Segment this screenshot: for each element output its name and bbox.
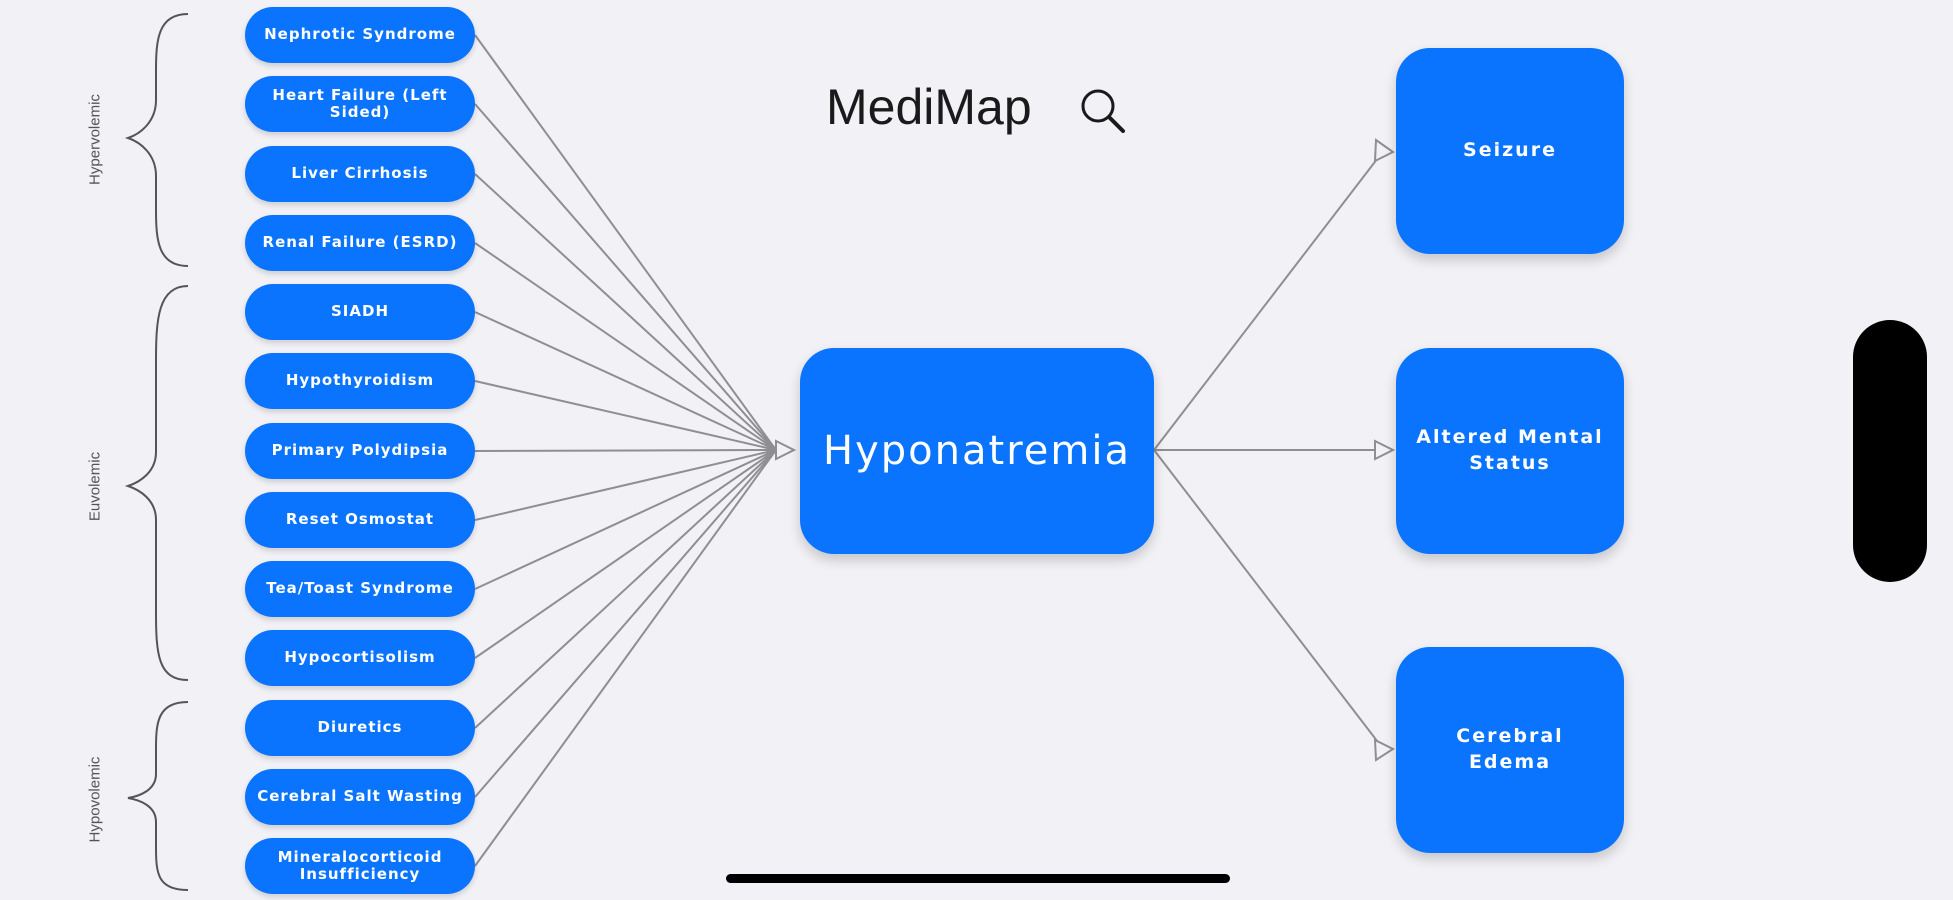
connector-cause-tea-toast-syndrome xyxy=(474,449,777,590)
connector-cause-liver-cirrhosis xyxy=(474,173,777,451)
group-label-hypervolemic: Hypervolemic xyxy=(86,94,104,185)
arrowhead-altered-mental-status xyxy=(1374,439,1396,461)
connector-cause-cerebral-salt-wasting xyxy=(474,449,777,798)
arrowhead-cerebral-edema xyxy=(1373,738,1396,762)
app-title: MediMap xyxy=(826,79,1032,135)
brace-euvolemic xyxy=(124,285,189,681)
connector-cause-siadh xyxy=(474,311,777,451)
connector-cause-hypocortisolism xyxy=(474,449,777,659)
connector-cause-mineralocorticoid-insufficiency xyxy=(474,449,777,867)
center-node-hyponatremia[interactable]: Hyponatremia xyxy=(800,348,1154,554)
brace-hypovolemic xyxy=(127,701,189,891)
connector-cause-heart-failure-left-sided xyxy=(474,103,777,451)
cause-primary-polydipsia[interactable]: Primary Polydipsia xyxy=(245,423,475,479)
arrowhead-seizure xyxy=(1373,138,1395,163)
connector-effect-seizure xyxy=(1153,149,1385,451)
cause-reset-osmostat[interactable]: Reset Osmostat xyxy=(245,492,475,548)
connector-cause-hypothyroidism xyxy=(474,380,777,451)
group-label-euvolemic: Euvolemic xyxy=(86,451,104,522)
cause-liver-cirrhosis[interactable]: Liver Cirrhosis xyxy=(245,146,475,202)
cause-siadh[interactable]: SIADH xyxy=(245,284,475,340)
connector-cause-nephrotic-syndrome xyxy=(474,34,777,451)
effect-cerebral-edema[interactable]: Cerebral Edema xyxy=(1396,647,1624,853)
connector-cause-reset-osmostat xyxy=(474,449,777,521)
cause-mineralocorticoid-insufficiency[interactable]: Mineralocorticoid Insufficiency xyxy=(245,838,475,894)
cause-diuretics[interactable]: Diuretics xyxy=(245,700,475,756)
cause-hypocortisolism[interactable]: Hypocortisolism xyxy=(245,630,475,686)
connector-cause-primary-polydipsia xyxy=(474,449,777,452)
cause-renal-failure-esrd[interactable]: Renal Failure (ESRD) xyxy=(245,215,475,271)
group-label-hypovolemic: Hypovolemic xyxy=(86,756,104,843)
connector-effect-cerebral-edema xyxy=(1153,449,1385,751)
cause-tea-toast-syndrome[interactable]: Tea/Toast Syndrome xyxy=(245,561,475,617)
cause-heart-failure-left-sided[interactable]: Heart Failure (Left Sided) xyxy=(245,76,475,132)
effect-altered-mental-status[interactable]: Altered Mental Status xyxy=(1396,348,1624,554)
cause-nephrotic-syndrome[interactable]: Nephrotic Syndrome xyxy=(245,7,475,63)
search-icon[interactable] xyxy=(1076,84,1128,136)
arrowhead-center xyxy=(775,439,797,461)
side-handle[interactable] xyxy=(1853,320,1927,582)
home-indicator[interactable] xyxy=(726,874,1230,883)
connector-cause-diuretics xyxy=(474,449,777,729)
connector-cause-renal-failure-esrd xyxy=(474,242,777,451)
brace-hypervolemic xyxy=(124,13,189,267)
cause-cerebral-salt-wasting[interactable]: Cerebral Salt Wasting xyxy=(245,769,475,825)
cause-hypothyroidism[interactable]: Hypothyroidism xyxy=(245,353,475,409)
effect-seizure[interactable]: Seizure xyxy=(1396,48,1624,254)
